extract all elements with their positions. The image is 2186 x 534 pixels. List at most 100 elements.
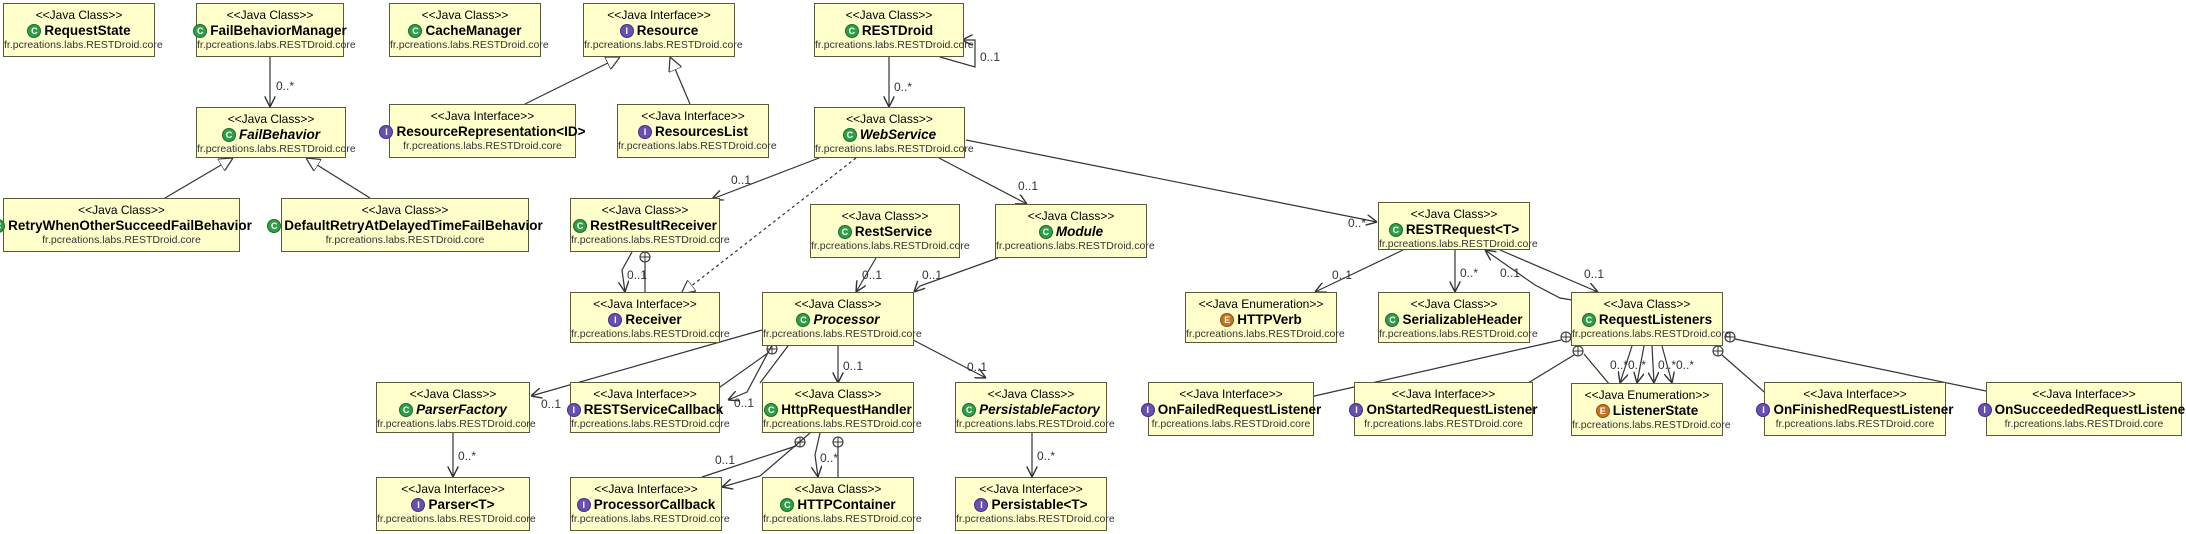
class-name: RESTRequest<T> xyxy=(1405,222,1520,237)
stereotype: <<Java Interface>> xyxy=(593,387,697,401)
stereotype: <<Java Class>> xyxy=(987,387,1075,401)
assoc-restresultreceiver-receiver xyxy=(622,251,633,292)
interface-name: Parser<T> xyxy=(428,497,495,512)
class-name: Module xyxy=(1055,224,1104,239)
package-name: fr.pcreations.labs.RESTDroid.core xyxy=(763,328,922,340)
mult-rr-listeners: 0..1 xyxy=(1584,267,1604,281)
abstract-class-icon: C xyxy=(796,312,811,327)
stereotype: <<Java Class>> xyxy=(845,8,933,22)
assoc-webservice-restrequest xyxy=(965,139,1377,222)
package-name: fr.pcreations.labs.RESTDroid.core xyxy=(403,140,562,152)
assoc-restdroid-self xyxy=(939,40,976,68)
stereotype: <<Java Class>> xyxy=(1410,207,1498,221)
stereotype: <<Java Class>> xyxy=(227,112,315,126)
mult-processor-httphandler: 0..1 xyxy=(843,359,863,373)
package-name: fr.pcreations.labs.RESTDroid.core xyxy=(325,234,485,246)
stereotype: <<Java Class>> xyxy=(409,387,497,401)
assoc-httphandler-httpcontainer xyxy=(815,432,820,477)
package-name: fr.pcreations.labs.RESTDroid.core xyxy=(811,240,970,252)
package-name: fr.pcreations.labs.RESTDroid.core xyxy=(996,240,1155,252)
realization-webservice-receiver xyxy=(681,157,857,294)
interface-name: OnFailedRequestListener xyxy=(1157,402,1322,417)
mult-restdroid-webservice: 0..* xyxy=(894,80,912,94)
interface-icon: I xyxy=(1756,402,1771,417)
package-name: fr.pcreations.labs.RESTDroid.core xyxy=(4,39,163,51)
stereotype: <<Java Class>> xyxy=(421,8,509,22)
stereotype: <<Java Class>> xyxy=(794,387,882,401)
interface-name: ProcessorCallback xyxy=(593,497,716,512)
package-name: fr.pcreations.labs.RESTDroid.core xyxy=(763,418,922,430)
assoc-webservice-restresultreceiver xyxy=(712,157,820,199)
assoc-requestlisteners-restrequest xyxy=(1485,250,1573,301)
interface-name: RESTServiceCallback xyxy=(583,402,724,417)
class-icon: C xyxy=(573,218,588,233)
assoc-listeners-state-4 xyxy=(1661,345,1672,383)
interface-icon: I xyxy=(1977,402,1992,417)
stereotype: <<Java Class>> xyxy=(361,203,449,217)
package-name: fr.pcreations.labs.RESTDroid.core xyxy=(1572,328,1731,340)
abstract-class-icon: C xyxy=(221,127,236,142)
class-icon: C xyxy=(837,224,852,239)
uml-class-retrywhenothersucceedfailbehavior[interactable]: <<Java Class>> CRetryWhenOtherSucceedFai… xyxy=(0,198,252,252)
package-name: fr.pcreations.labs.RESTDroid.core xyxy=(1379,238,1538,250)
stereotype: <<Java Class>> xyxy=(1027,209,1115,223)
mult-rr-httpverb: 0..1 xyxy=(1332,268,1352,282)
assoc-processor-parserfactory xyxy=(531,329,763,396)
mult-restdroid-self: 0..1 xyxy=(980,50,1000,64)
package-name: fr.pcreations.labs.RESTDroid.core xyxy=(815,39,974,51)
package-name: fr.pcreations.labs.RESTDroid.core xyxy=(377,418,536,430)
interface-icon: I xyxy=(411,497,426,512)
assoc-restservice-processor xyxy=(856,257,877,292)
mult-ls-4: 0..* xyxy=(1676,358,1694,372)
mult-ls-2: 0..* xyxy=(1628,358,1646,372)
stereotype: <<Java Class>> xyxy=(35,8,123,22)
class-name: RESTDroid xyxy=(861,23,934,38)
class-name: PersistableFactory xyxy=(979,402,1100,417)
package-name: fr.pcreations.labs.RESTDroid.core xyxy=(377,513,536,525)
package-name: fr.pcreations.labs.RESTDroid.core xyxy=(1572,419,1731,431)
stereotype: <<Java Interface>> xyxy=(979,482,1083,496)
nested-requestlisteners-onfinished xyxy=(1721,354,1771,398)
class-name: FailBehavior xyxy=(238,127,321,142)
package-name: fr.pcreations.labs.RESTDroid.core xyxy=(571,418,730,430)
class-icon: C xyxy=(408,23,423,38)
stereotype: <<Java Class>> xyxy=(794,482,882,496)
generalization-resourcerepresentation-resource xyxy=(524,57,620,105)
mult-rr-header: 0..* xyxy=(1460,266,1478,280)
stereotype: <<Java Class>> xyxy=(841,209,929,223)
generalization-defaultretry-failbehavior xyxy=(306,158,371,199)
package-name: fr.pcreations.labs.RESTDroid.core xyxy=(815,143,974,155)
